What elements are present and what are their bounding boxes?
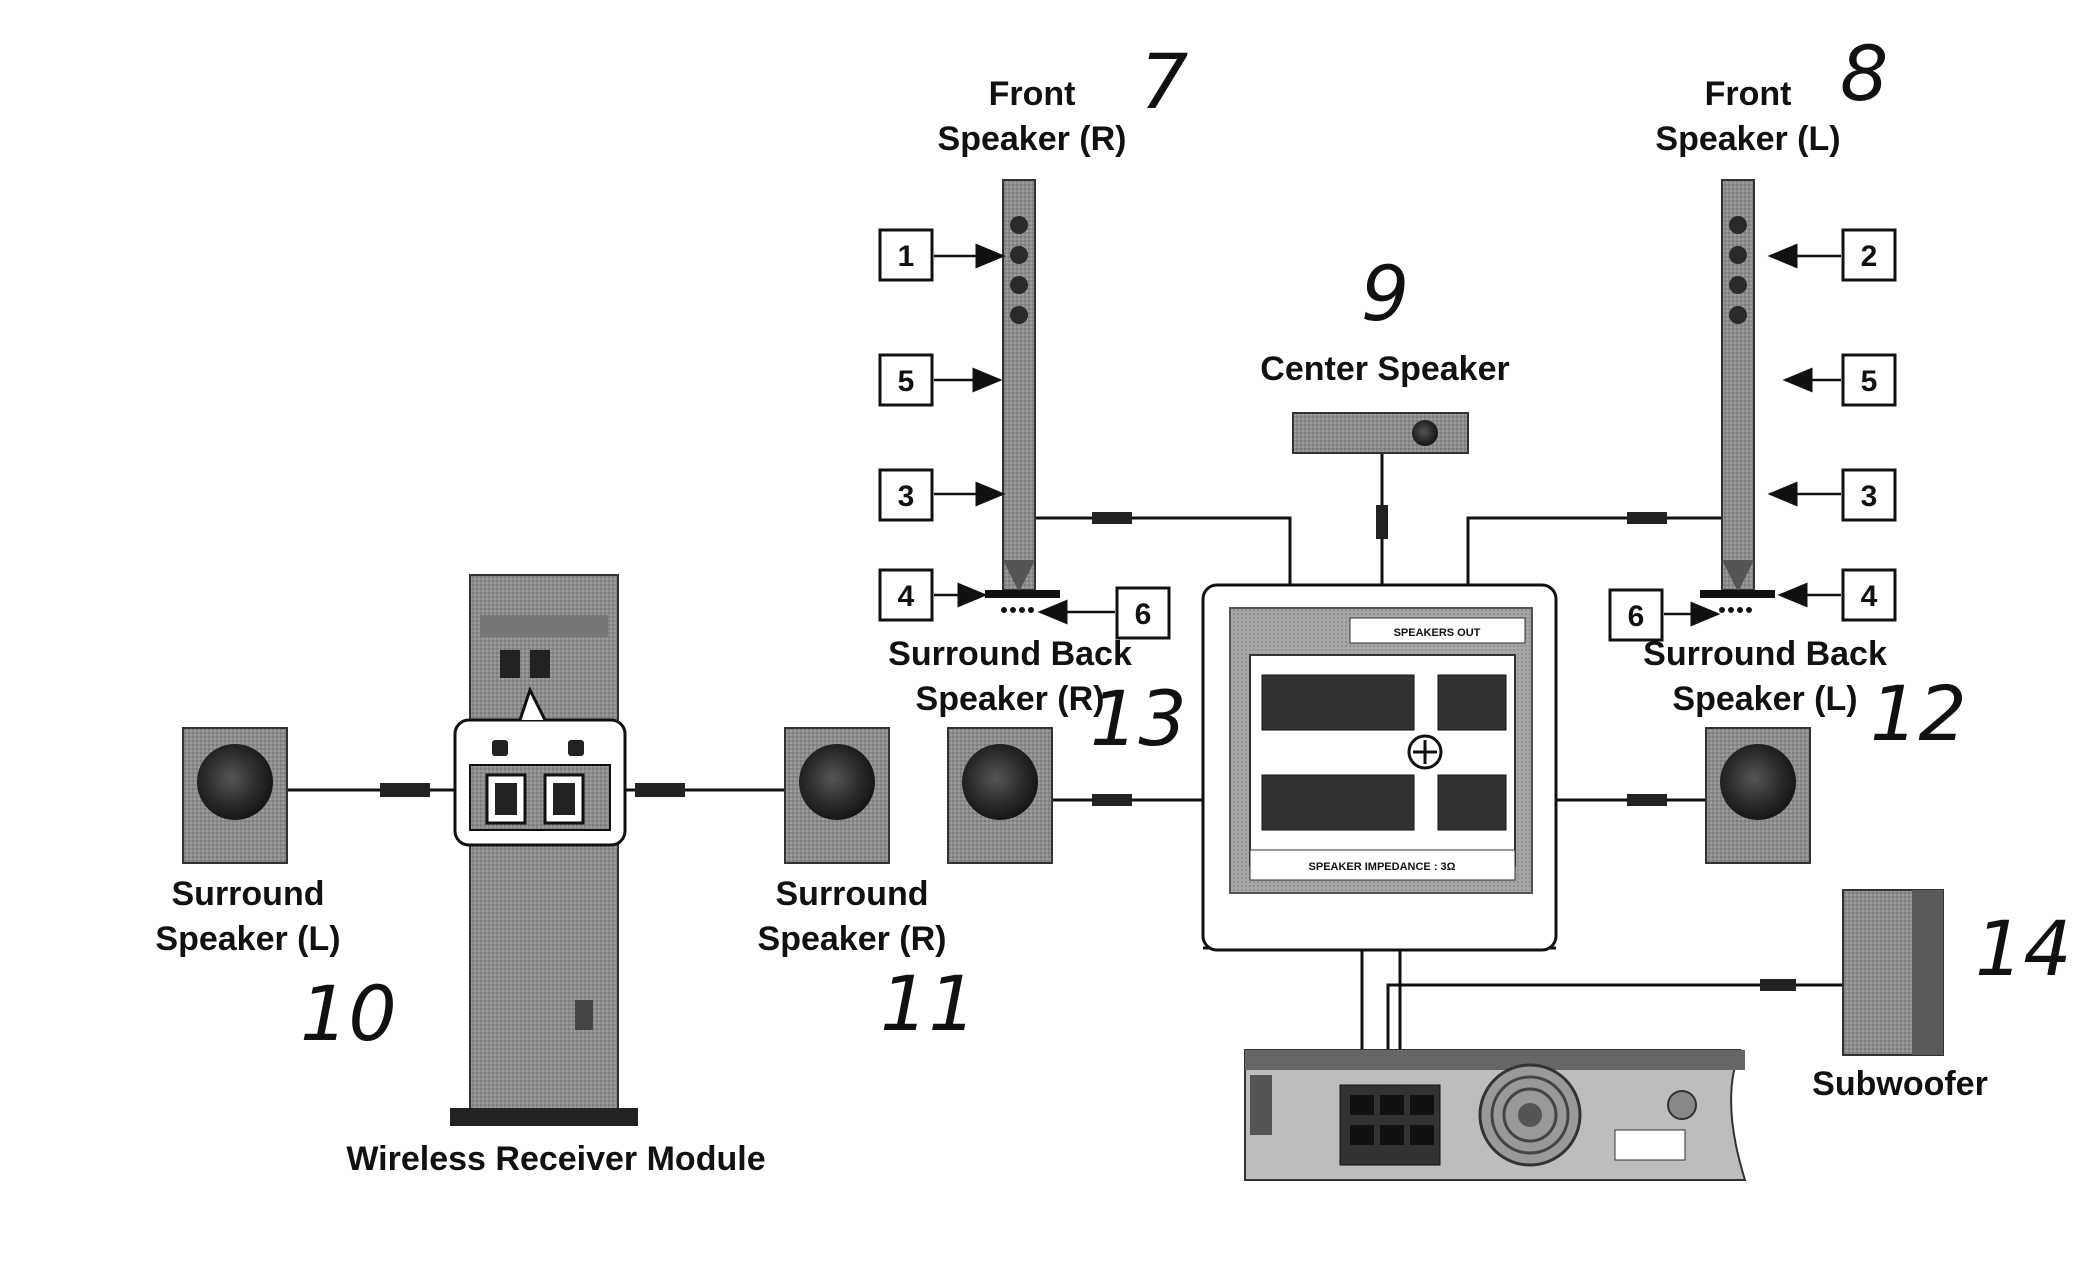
main-unit [1244, 1049, 1747, 1181]
hand-number-9: 9 [1361, 249, 1409, 338]
label-surround-back-left-line2: Speaker (L) [1672, 680, 1857, 718]
subwoofer [1842, 889, 1944, 1056]
label-surround-right-line1: Surround [776, 875, 929, 913]
svg-text:5: 5 [898, 365, 915, 398]
surround-back-speaker-left [1705, 727, 1811, 864]
label-surround-left-line2: Speaker (L) [155, 920, 340, 958]
label-front-left-line2: Speaker (L) [1655, 120, 1840, 158]
label-center-speaker: Center Speaker [1260, 350, 1509, 388]
label-wireless-receiver: Wireless Receiver Module [346, 1140, 765, 1178]
svg-text:1: 1 [898, 240, 915, 273]
hand-number-13: 13 [1090, 674, 1187, 763]
label-surround-back-left-line1: Surround Back [1643, 635, 1887, 673]
callout-box-3-left: 3 [1767, 468, 1897, 522]
surround-speaker-left [182, 727, 288, 864]
svg-text:4: 4 [1861, 580, 1878, 613]
label-front-right-line2: Speaker (R) [938, 120, 1127, 158]
front-speaker-right [985, 179, 1060, 613]
label-front-right-line1: Front [989, 75, 1076, 113]
hand-number-14: 14 [1975, 904, 2072, 993]
callout-box-6-left: 6 [1608, 588, 1721, 642]
speakers-out-panel [1201, 583, 1558, 952]
printed-labels: Front Speaker (R) Front Speaker (L) Cent… [155, 75, 1987, 1178]
callouts-front-left: 2 5 3 4 6 [1608, 228, 1897, 642]
front-speaker-left [1700, 179, 1775, 613]
surround-back-speaker-right [947, 727, 1053, 864]
label-front-left-line1: Front [1705, 75, 1792, 113]
wireless-receiver-module [450, 574, 638, 1126]
svg-text:6: 6 [1135, 598, 1152, 631]
callout-box-5-left: 5 [1782, 353, 1897, 407]
callout-box-6-right: 6 [1037, 586, 1171, 640]
hand-number-10: 10 [300, 969, 397, 1058]
svg-text:3: 3 [898, 480, 915, 513]
center-speaker [1292, 412, 1469, 454]
label-surround-back-right-line2: Speaker (R) [916, 680, 1105, 718]
svg-text:2: 2 [1861, 240, 1878, 273]
callout-box-4-right: 4 [878, 568, 988, 622]
callouts-front-right: 1 5 3 4 6 [878, 228, 1171, 640]
label-surround-back-right-line1: Surround Back [888, 635, 1132, 673]
handwritten-numbers: 7 8 9 10 11 12 13 14 [300, 29, 2072, 1058]
hand-number-7: 7 [1140, 37, 1188, 126]
callout-box-3-right: 3 [878, 468, 1006, 522]
label-subwoofer: Subwoofer [1812, 1065, 1988, 1103]
hand-number-11: 11 [880, 959, 977, 1048]
hand-number-12: 12 [1870, 669, 1967, 758]
svg-text:3: 3 [1861, 480, 1878, 513]
label-surround-left-line1: Surround [172, 875, 325, 913]
callout-box-1: 1 [878, 228, 1006, 282]
svg-text:5: 5 [1861, 365, 1878, 398]
surround-speaker-right [784, 727, 890, 864]
hand-number-8: 8 [1840, 29, 1888, 118]
wire-connectors [380, 505, 1796, 991]
svg-text:4: 4 [898, 580, 915, 613]
label-surround-right-line2: Speaker (R) [758, 920, 947, 958]
callout-box-5-right: 5 [878, 353, 1003, 407]
label-panel-header: SPEAKERS OUT [1394, 627, 1481, 639]
callout-box-4-left: 4 [1777, 568, 1897, 622]
callout-box-2: 2 [1767, 228, 1897, 282]
label-panel-footer: SPEAKER IMPEDANCE : 3Ω [1309, 861, 1456, 873]
svg-text:6: 6 [1628, 600, 1645, 633]
